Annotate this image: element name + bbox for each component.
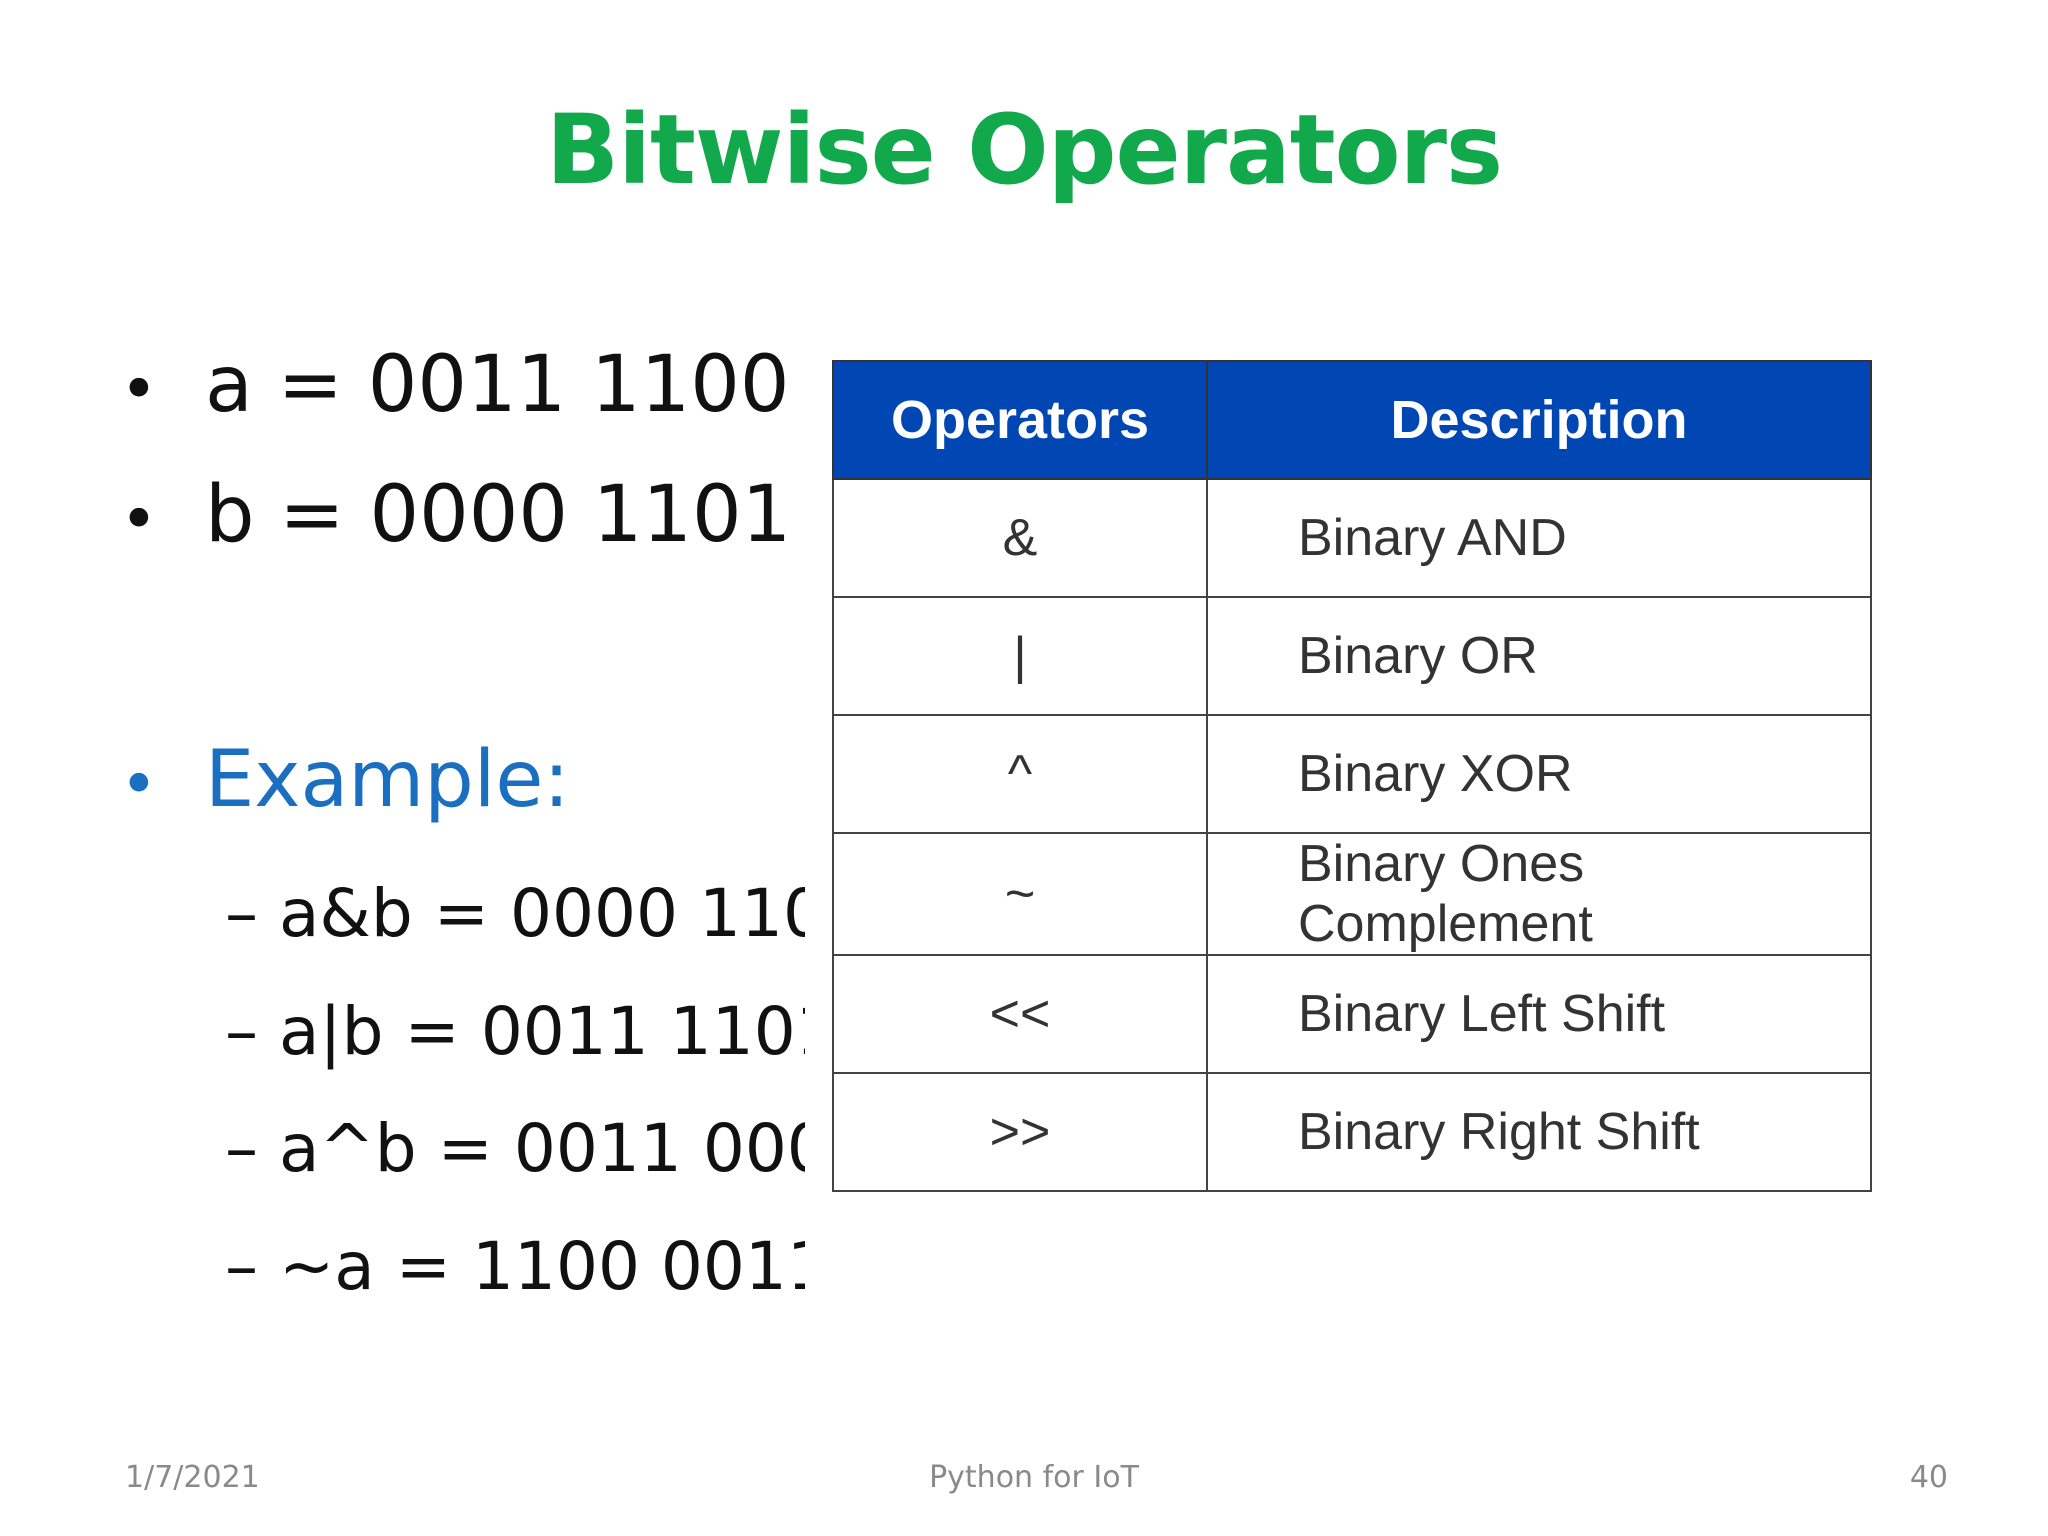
table-row: >> Binary Right Shift xyxy=(832,1072,1872,1192)
footer-page-number: 40 xyxy=(1909,1460,1948,1495)
operator-cell: >> xyxy=(832,1072,1208,1192)
table-header-row: Operators Description xyxy=(832,360,1872,480)
table-row: << Binary Left Shift xyxy=(832,954,1872,1074)
table-row: & Binary AND xyxy=(832,478,1872,598)
operators-table: Operators Description & Binary AND | Bin… xyxy=(832,360,1872,1192)
operator-cell: ~ xyxy=(832,832,1208,956)
bullet-text: a = 0011 1100 xyxy=(205,340,790,430)
operator-cell: & xyxy=(832,478,1208,598)
description-cell: Binary Left Shift xyxy=(1206,954,1872,1074)
operator-cell: | xyxy=(832,596,1208,716)
table-row: ~ Binary Ones Complement xyxy=(832,832,1872,956)
description-cell: Binary OR xyxy=(1206,596,1872,716)
description-cell: Binary Ones Complement xyxy=(1206,832,1872,956)
bullet-b: • b = 0000 1101 xyxy=(120,470,791,560)
slide-title: Bitwise Operators xyxy=(545,94,1503,206)
bullet-dot: • xyxy=(120,748,158,822)
description-cell: Binary Right Shift xyxy=(1206,1072,1872,1192)
description-cell: Binary XOR xyxy=(1206,714,1872,834)
example-not: – ~a = 1100 0011 xyxy=(225,1228,805,1305)
example-and: – a&b = 0000 1100 xyxy=(225,875,805,952)
header-description: Description xyxy=(1206,360,1872,480)
bullet-text: b = 0000 1101 xyxy=(205,470,792,560)
footer-title: Python for IoT xyxy=(929,1460,1139,1495)
header-operators: Operators xyxy=(832,360,1208,480)
bullet-dot: • xyxy=(120,483,158,557)
bullet-example: • Example: xyxy=(120,735,570,825)
example-label: Example: xyxy=(205,735,570,825)
table-row: | Binary OR xyxy=(832,596,1872,716)
example-or: – a|b = 0011 1101 xyxy=(225,993,805,1070)
operator-cell: << xyxy=(832,954,1208,1074)
bullet-dot: • xyxy=(120,353,158,427)
table-row: ^ Binary XOR xyxy=(832,714,1872,834)
description-cell: Binary AND xyxy=(1206,478,1872,598)
operator-cell: ^ xyxy=(832,714,1208,834)
bullet-a: • a = 0011 1100 xyxy=(120,340,790,430)
footer-date: 1/7/2021 xyxy=(125,1460,260,1495)
